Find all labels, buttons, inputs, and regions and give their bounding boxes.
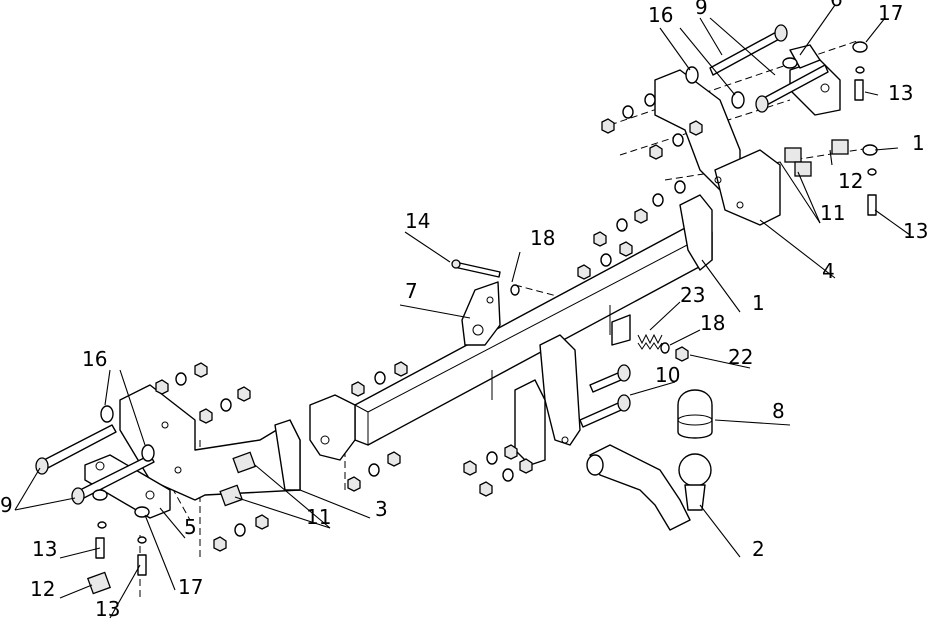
left-mounting-plate [84,454,171,519]
callout-label: 18 [530,226,555,250]
callout-label: 13 [888,81,913,105]
callout-label: 5 [184,515,197,539]
callout-label: 11 [306,505,331,529]
callout-label: 1 [912,131,925,155]
callout-label: 8 [772,399,785,423]
center-mounting-bracket [514,334,581,466]
callout-label: 11 [820,201,845,225]
callout-label: 12 [30,577,55,601]
spring [611,314,663,350]
callout-label: 17 [178,575,203,599]
callout-label: 16 [648,3,673,27]
callout-label: 12 [838,169,863,193]
ball-cap [677,389,713,439]
callout-label: 3 [375,497,388,521]
callout-label: 1 [752,291,765,315]
main-crossbeam [354,194,713,446]
callout-label: 4 [822,259,835,283]
callout-label: 16 [82,347,107,371]
callout-label: 7 [405,279,418,303]
right-side-bracket [654,69,781,226]
callout-label: 9 [0,493,13,517]
callout-label: 9 [695,0,708,19]
leader-lines [14,4,911,619]
callout-label: 2 [752,537,765,561]
bolts [35,24,877,595]
nuts-and-washers [92,41,878,552]
callout-label: 13 [95,597,120,621]
callout-label: 17 [878,1,903,25]
callout-label: 6 [830,0,843,11]
callout-label: 13 [32,537,57,561]
assembly-guide-lines [139,39,871,600]
tow-ball-neck [586,444,712,531]
callout-label: 23 [680,283,705,307]
callout-label: 10 [655,363,680,387]
callout-label: 14 [405,209,430,233]
callout-label: 18 [700,311,725,335]
callout-label: 13 [903,219,928,243]
socket-plate [461,281,501,346]
left-side-bracket [119,384,356,501]
callout-label: 22 [728,345,753,369]
